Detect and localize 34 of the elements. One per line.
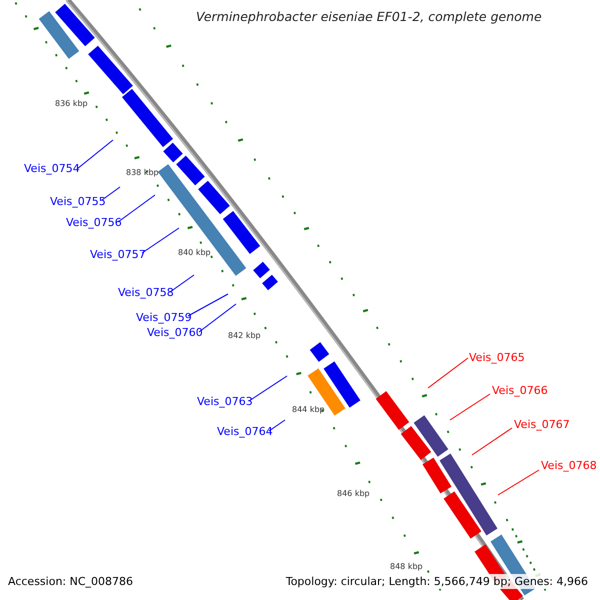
gene-label: Veis_0767 <box>514 419 570 430</box>
genome-info-text: Accession: NC_008786 <box>6 574 136 589</box>
gene-label: Veis_0754 <box>24 163 80 174</box>
leader-line <box>268 420 286 432</box>
gene-label: Veis_0756 <box>66 217 122 228</box>
leader-line <box>472 428 512 456</box>
genome-info-text: Topology: circular; Length: 5,566,749 bp; Genes: 4,966 <box>284 574 590 589</box>
scale-label: 842 kbp <box>228 332 261 340</box>
scale-label: 838 kbp <box>126 169 159 177</box>
leader-line <box>428 358 468 388</box>
leader-line <box>118 194 156 222</box>
gene-label: Veis_0760 <box>147 327 203 338</box>
gene-label: Veis_0758 <box>118 287 174 298</box>
gene-label: Veis_0768 <box>541 460 597 471</box>
gene-label: Veis_0759 <box>136 312 192 323</box>
scale-label: 848 kbp <box>390 563 423 571</box>
gene-label: Veis_0764 <box>217 426 273 437</box>
leader-line <box>188 294 228 316</box>
leader-line <box>198 304 236 332</box>
leader-line <box>498 470 540 496</box>
leader-line <box>102 186 120 200</box>
scale-label: 846 kbp <box>337 490 370 498</box>
diagram-title: Verminephrobacter eiseniae EF01-2, complete genome <box>196 11 542 24</box>
gene-label: Veis_0763 <box>197 396 253 407</box>
gene-label: Veis_0765 <box>469 352 525 363</box>
leader-line <box>76 140 114 170</box>
scale-label: 836 kbp <box>55 100 88 108</box>
scale-label: 844 kbp <box>292 406 325 414</box>
scale-label: 840 kbp <box>178 249 211 257</box>
leader-line <box>450 394 490 420</box>
gene-label: Veis_0766 <box>492 385 548 396</box>
gene-label: Veis_0757 <box>90 249 146 260</box>
leader-line <box>142 228 180 254</box>
gene-label: Veis_0755 <box>50 196 106 207</box>
